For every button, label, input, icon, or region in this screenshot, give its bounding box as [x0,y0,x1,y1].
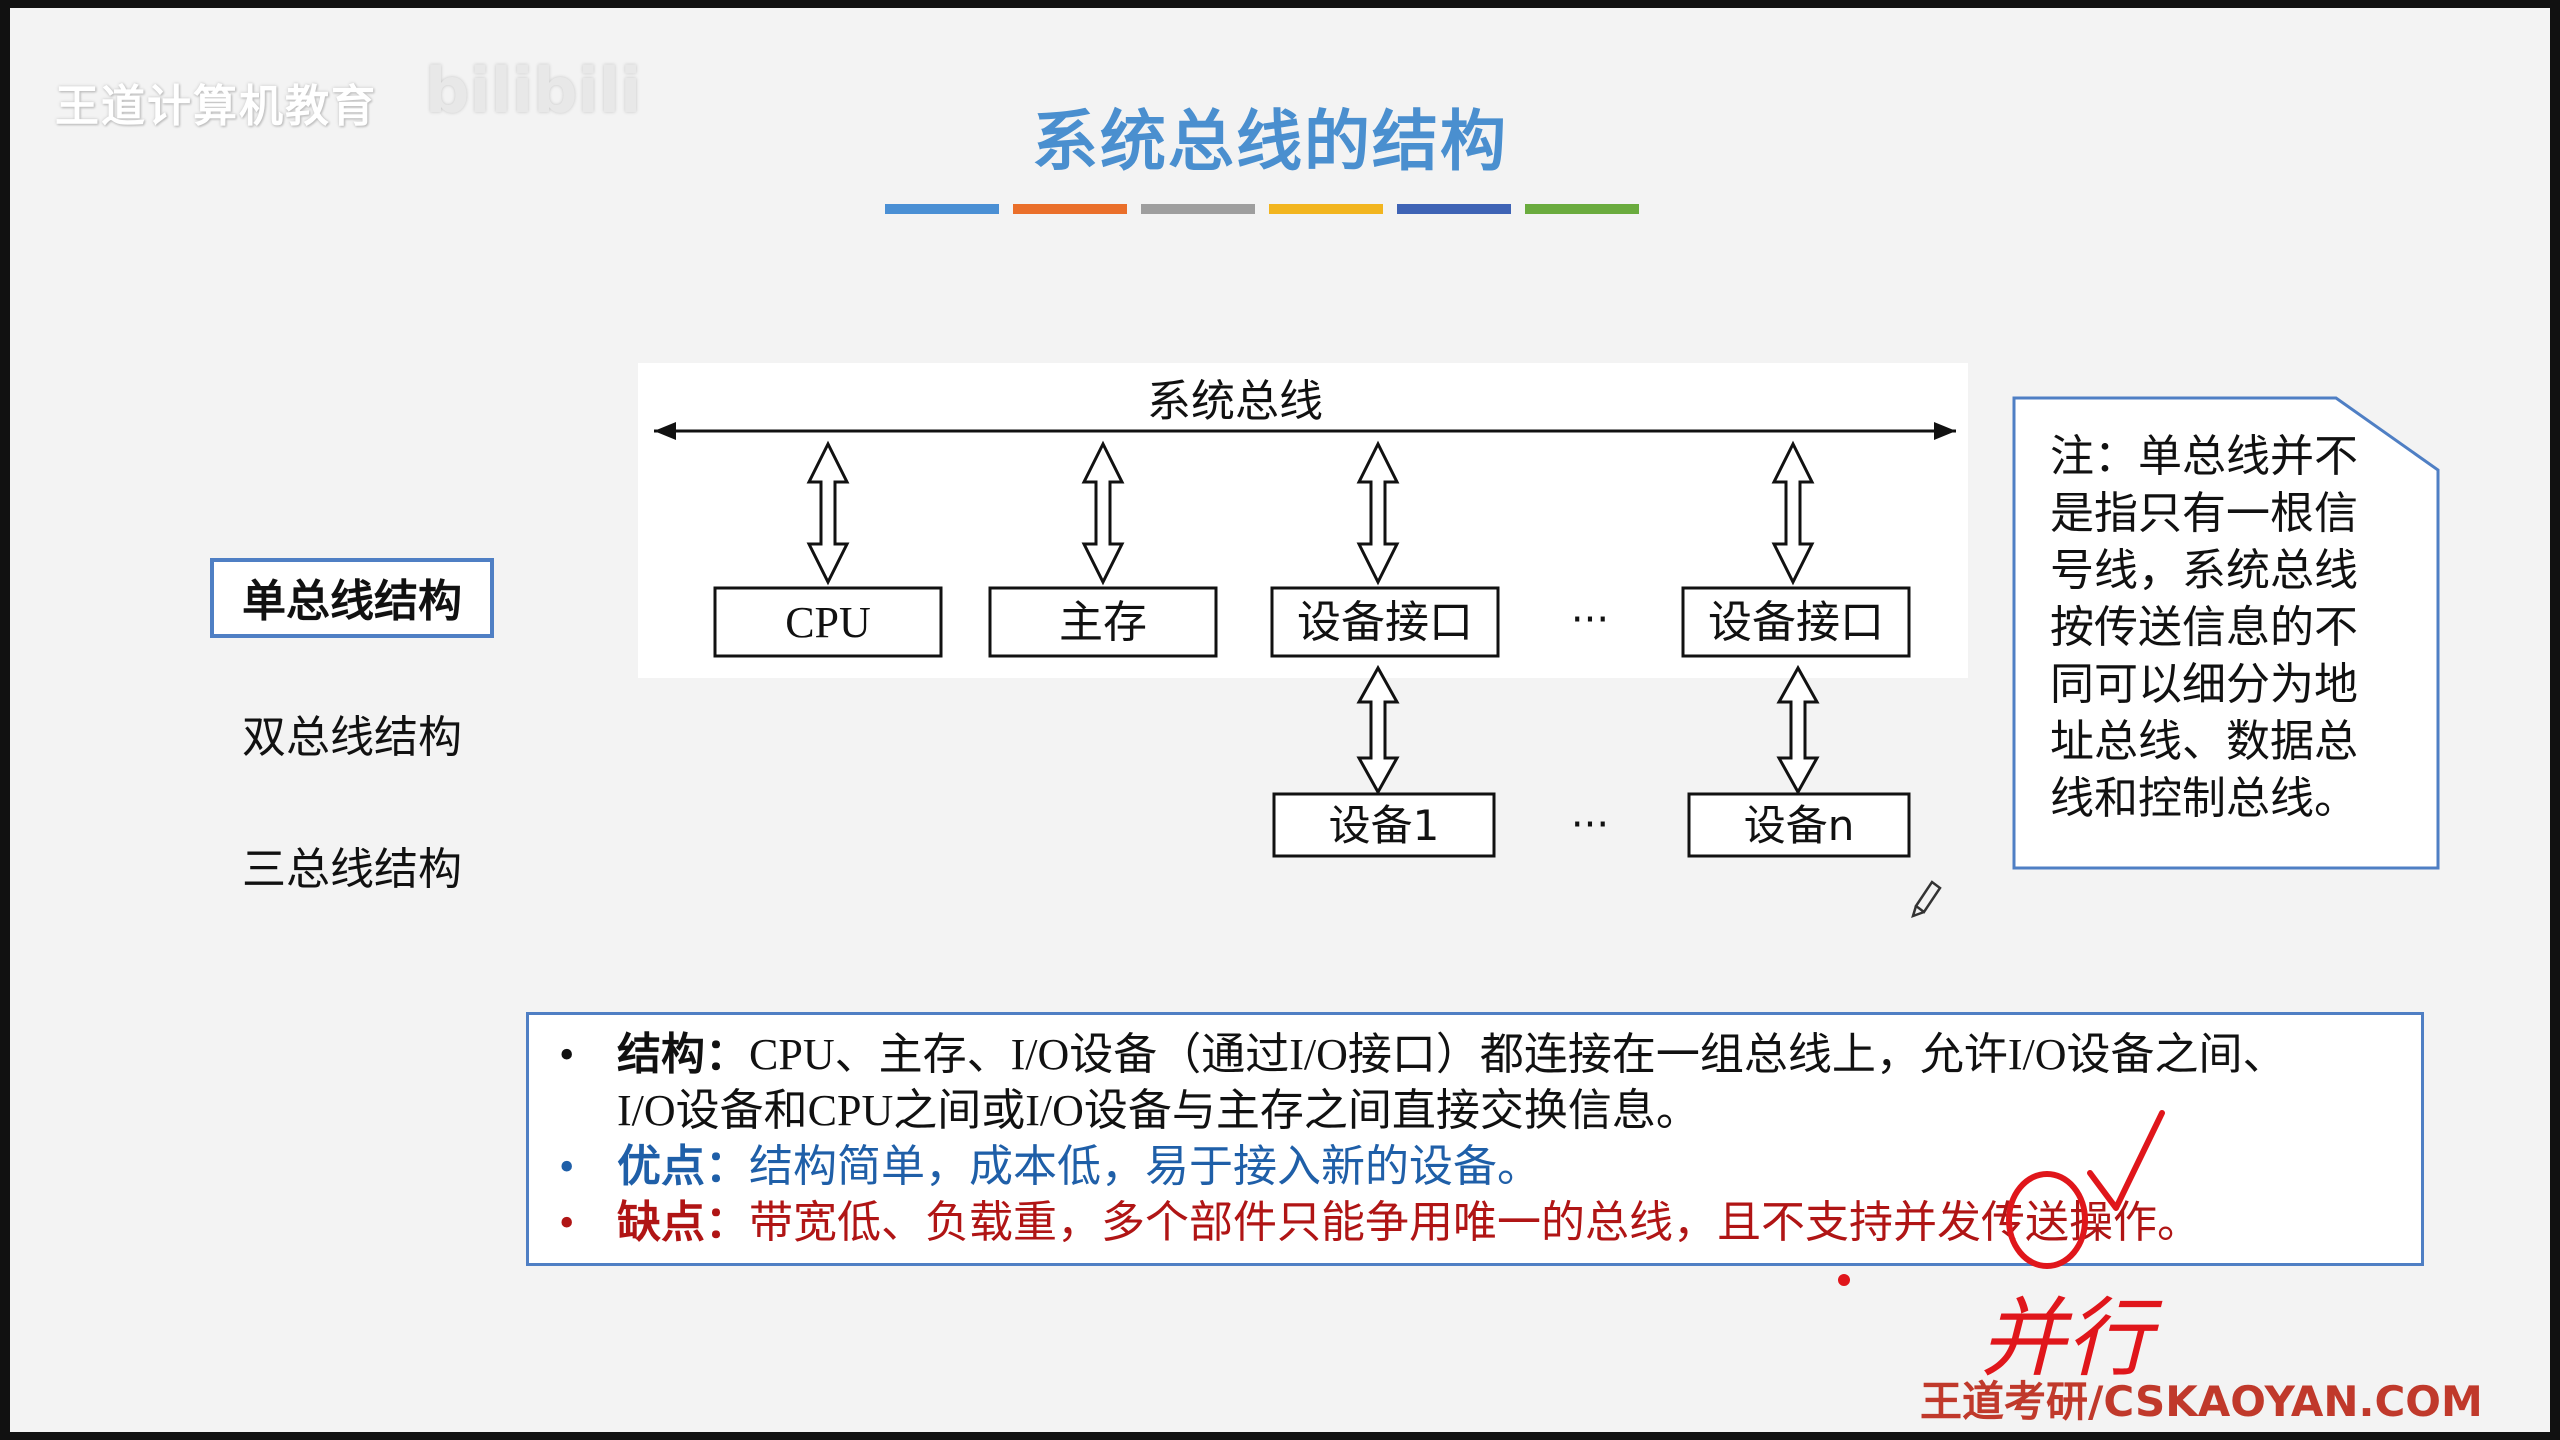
device-box-1 [1272,792,1496,858]
structure-line-cont: I/O设备和CPU之间或I/O设备与主存之间直接交换信息。 [617,1083,1700,1139]
title-underline-gray [1141,204,1255,214]
bus-arrow-right [1934,422,1956,440]
cpu-label: CPU [785,598,871,647]
bus-label: 系统总线 [1147,376,1323,427]
nav-double-bus[interactable]: 双总线结构 [242,712,462,763]
info-box: • 结构：CPU、主存、I/O设备（通过I/O接口）都连接在一组总线上，允许I/O… [526,1012,2424,1266]
structure-text-2: I/O设备和CPU之间或I/O设备与主存之间直接交换信息。 [617,1086,1700,1135]
memory-box [988,586,1218,658]
device-ellipsis: ··· [1571,802,1609,848]
cons-text: 带宽低、负载重，多个部件只能争用唯一的总线，且不支持并发传送操作。 [749,1198,2201,1247]
nav-single-bus[interactable]: 单总线结构 [210,558,494,638]
interface-box-1 [1270,586,1500,658]
connector-interface-1 [1356,440,1400,586]
bullet-dot: • [559,1030,575,1079]
org-logo: 王道计算机教育 [55,81,377,132]
device-box-n [1687,792,1911,858]
cpu-box [713,586,943,658]
device-label-1: 设备1 [1329,801,1440,850]
checkmark-icon [2087,1110,2165,1211]
bilibili-watermark-logo: bilibili [425,54,642,127]
bus-connectors [806,440,1820,796]
bus-arrow-left [654,422,676,440]
memory-label: 主存 [1059,597,1147,648]
page-title: 系统总线的结构 [1032,103,1508,180]
connector-interface-n [1771,440,1815,586]
module-ellipsis: ··· [1571,597,1609,643]
cons-line: • 缺点：带宽低、负载重，多个部件只能争用唯一的总线，且不支持并发传送操作。 [559,1195,2201,1251]
handwriting-layer: 并行 [1838,1110,2165,1389]
slide: 王道计算机教育 bilibili 系统总线的结构 单总线结构 双总线结构 三总线… [10,8,2550,1432]
bullet-dot: • [559,1142,575,1191]
title-underline-orange [1013,204,1127,214]
interface-box-n [1681,586,1911,658]
title-underline-navy [1397,204,1511,214]
note-callout [2012,396,2440,870]
circle-mark-icon [2006,1171,2088,1269]
site-watermark: 王道考研/CSKAOYAN.COM [1920,1377,2483,1426]
structure-text-1: CPU、主存、I/O设备（通过I/O接口）都连接在一组总线上，允许I/O设备之间… [749,1030,2287,1079]
ink-dot [1838,1274,1850,1286]
pros-text: 结构简单，成本低，易于接入新的设备。 [749,1142,1541,1191]
structure-heading: 结构： [617,1030,749,1079]
title-underline-blue [885,204,999,214]
pros-heading: 优点： [617,1142,749,1191]
structure-line: • 结构：CPU、主存、I/O设备（通过I/O接口）都连接在一组总线上，允许I/O… [559,1027,2287,1083]
title-underline-yellow [1269,204,1383,214]
connector-memory [1081,440,1125,586]
interface-label-1: 设备接口 [1297,597,1473,648]
connector-cpu [806,440,850,586]
cons-heading: 缺点： [617,1198,749,1247]
note-text: 注：单总线并不是指只有一根信号线，系统总线按传送信息的不同可以细分为地址总线、数… [2050,431,2358,824]
bullet-dot: • [559,1198,575,1247]
connector-device-n [1776,664,1820,796]
device-label-n: 设备n [1744,801,1855,850]
connector-device-1 [1356,664,1400,796]
title-underline-green [1525,204,1639,214]
nav-triple-bus[interactable]: 三总线结构 [242,844,462,895]
pros-line: • 优点：结构简单，成本低，易于接入新的设备。 [559,1139,1541,1195]
pen-cursor-icon [1911,880,1942,919]
interface-label-n: 设备接口 [1708,597,1884,648]
handwritten-annotation: 并行 [1980,1289,2163,1389]
single-bus-diagram: 系统总线 CPU 主存 设备接口 ··· 设备接口 设备1 ··· 设备n [638,363,1968,919]
